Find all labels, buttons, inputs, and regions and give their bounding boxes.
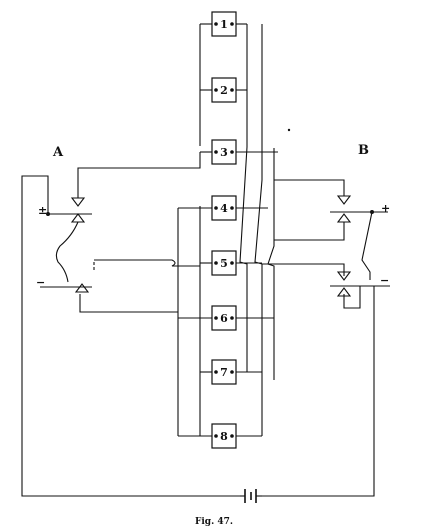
box-1-right-terminal (230, 22, 234, 26)
b-cross-link-wire (361, 211, 373, 280)
right-rail-outer-wire (254, 24, 263, 436)
box-5-right-terminal (230, 261, 234, 265)
box-group: 1 2 3 4 5 6 7 8 (211, 11, 237, 449)
stray-dot (287, 128, 291, 132)
box-2-left-terminal (214, 88, 218, 92)
box-7-number: 7 (220, 366, 228, 379)
box-2: 2 (211, 77, 237, 103)
label-a-minus: − (36, 276, 45, 289)
box-1-number: 1 (220, 18, 228, 31)
box-4: 4 (211, 195, 237, 221)
box-3-number: 3 (220, 146, 228, 159)
box-8-left-terminal (214, 434, 218, 438)
box-1-left-terminal (214, 22, 218, 26)
box-6-right-terminal (230, 316, 234, 320)
label-a: A (52, 145, 64, 160)
a-contact-arrows (70, 197, 90, 293)
box-4-right-terminal (230, 206, 234, 210)
label-b: B (358, 143, 369, 158)
figure-caption: Fig. 47. (195, 517, 233, 527)
box-6-number: 6 (220, 312, 228, 325)
a-plus-lead-wire (21, 175, 240, 497)
label-b-minus: − (380, 274, 389, 287)
battery-symbol (240, 489, 262, 503)
box-7-right-terminal (230, 370, 234, 374)
b-upper-feed-wire (274, 179, 345, 196)
box-8-right-terminal (230, 434, 234, 438)
box-3-right-terminal (230, 150, 234, 154)
box-5-number: 5 (220, 257, 228, 270)
box-4-number: 4 (220, 202, 228, 215)
a-cross-link-wire (55, 221, 79, 283)
box-5-left-terminal (214, 261, 218, 265)
box-5: 5 (211, 250, 237, 276)
a-plus-terminal-dot (46, 212, 50, 216)
box-7-left-terminal (214, 370, 218, 374)
box-4-left-terminal (214, 206, 218, 210)
b-upper-return-wire (274, 222, 345, 241)
a-upper-feed-wire (77, 152, 201, 198)
right-rail-inner-wire (239, 24, 248, 372)
label-a-plus: ± (38, 204, 47, 217)
box-8-number: 8 (220, 430, 228, 443)
box-1: 1 (211, 11, 237, 37)
box-6-left-terminal (214, 316, 218, 320)
b-minus-lead-wire (262, 286, 375, 497)
a-lower-return-wire (79, 294, 178, 313)
box-2-number: 2 (220, 84, 228, 97)
a-lower-to-box5-wire (94, 259, 200, 267)
box-4-outline (211, 195, 237, 221)
label-b-plus: + (381, 202, 390, 215)
b-lower-return-loop (343, 286, 361, 309)
box-3: 3 (211, 139, 237, 165)
box-8: 8 (211, 423, 237, 449)
box-6: 6 (211, 305, 237, 331)
b-contact-arrows (336, 195, 352, 297)
b-plus-terminal-dot (370, 210, 374, 214)
box-2-right-terminal (230, 88, 234, 92)
box-3-left-terminal (214, 150, 218, 154)
box-7: 7 (211, 359, 237, 385)
